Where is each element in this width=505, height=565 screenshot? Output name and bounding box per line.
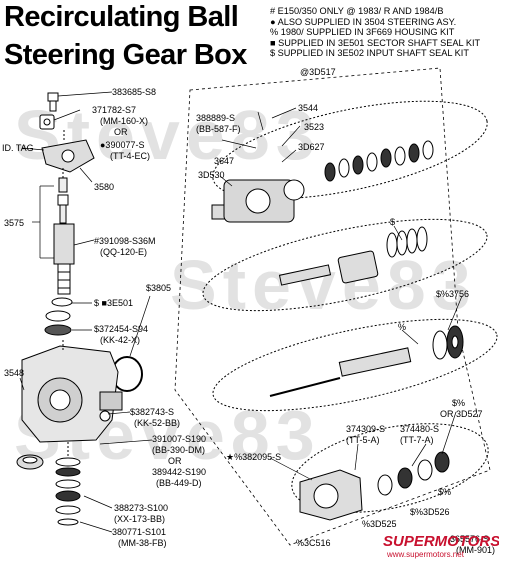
part-label: 380771-S101 [112,527,167,537]
part-label: 3575 [4,218,25,228]
part-label: % [398,322,407,332]
logo-url: www.supermotors.net [386,550,465,559]
input-shaft-icon [53,177,75,295]
part-label: 3548 [4,368,25,378]
supermotors-logo: SUPERMOTORS www.supermotors.net [383,533,499,559]
part-label: 3523 [304,122,325,132]
part-label: (XX-173-BB) [114,514,166,524]
part-label: $382743-S [130,407,175,417]
cylinder-outline [202,218,488,312]
adjuster-cap-icon [41,139,95,173]
seal-ring-icon [44,297,73,336]
sector-shaft-icon [269,347,412,397]
part-label: 3D627 [298,142,325,152]
bearing-stack-icon [55,457,81,526]
legend-item: ● ALSO SUPPLIED IN 3504 STEERING ASY. [270,16,457,27]
bolt-icon [47,92,59,112]
part-label: (TT-7-A) [400,435,434,445]
part-label: 3D530 [198,170,225,180]
part-label: $%3756 [436,289,470,299]
part-label: (BB-587-F) [196,124,241,134]
part-label: (MM-160-X) [100,116,149,126]
cylinder-outline [212,318,498,412]
logo-text: SUPERMOTORS [383,533,499,550]
part-label: 389442-S190 [152,467,207,477]
part-label: (MM-901) [456,545,496,555]
legend-item: # E150/350 ONLY @ 1983/ R AND 1984/B [270,6,444,16]
group-outline [174,67,491,546]
legend: # E150/350 ONLY @ 1983/ R AND 1984/B ● A… [270,6,480,59]
part-label: 388273-S100 [114,503,169,513]
part-label: 391007-S190 [152,434,207,444]
part-label: 374309-S [346,424,386,434]
part-label: 388889-S [196,113,236,123]
part-label: OR [114,127,128,137]
part-label: (BB-449-D) [156,478,202,488]
part-label: 374480-S [400,424,440,434]
nut-icon [39,114,55,130]
part-label: #391098-S36M [94,236,156,246]
part-label: (QQ-120-E) [100,247,148,257]
part-label: $% [452,398,466,408]
part-label: @3D517 [300,67,336,77]
part-label: (TT-4-EC) [110,151,150,161]
part-label: 3580 [94,182,115,192]
part-label: 3544 [298,103,319,113]
seal-ring-icon [377,451,450,496]
part-label: (TT-5-A) [346,435,380,445]
part-label: $372454-S94 [94,324,149,334]
part-label: $%3D526 [410,507,450,517]
worm-shaft-icon [278,250,379,286]
part-label: ★%382095-S [226,452,282,462]
legend-item: $ SUPPLIED IN 3E502 INPUT SHAFT SEAL KIT [270,48,469,59]
part-label: 371782-S7 [92,105,137,115]
page-title: Recirculating Ball [4,1,239,33]
part-label: (BB-390-DM) [152,445,206,455]
cover-icon [16,454,44,470]
gear-housing-icon [21,345,123,443]
valve-body-icon [211,179,305,223]
part-label: ●390077-S [100,140,145,150]
seal-ring-icon [324,140,434,182]
part-label: %3D525 [362,519,397,529]
part-label: $ ■3E501 [94,298,133,308]
seal-ring-icon [386,226,428,258]
part-label: $3805 [146,283,172,293]
part-label: $ [390,217,396,227]
part-label: %3C516 [296,538,331,548]
part-label: OR [168,456,182,466]
part-label: (MM-38-FB) [118,538,167,548]
seal-ring-icon [432,325,464,360]
watermark: Steve83 [170,246,477,324]
part-label: OR 3D527 [440,409,483,419]
end-cover-icon [299,469,363,521]
legend-item: % 1980/ SUPPLIED IN 3F669 HOUSING KIT [270,27,455,38]
page-title-line2: Steering Gear Box [4,39,247,71]
cylinder-outline [291,423,489,513]
part-label: 3647 [214,156,235,166]
part-label: $% [438,487,452,497]
part-label: ID. TAG [2,143,34,153]
cylinder-outline [212,100,488,200]
part-label: (KK-52-BB) [134,418,181,428]
legend-item: ■ SUPPLIED IN 3E501 SECTOR SHAFT SEAL KI… [270,37,481,48]
part-label: 383685-S8 [112,87,157,97]
part-label: 365576-S [450,534,490,544]
part-label: (KK-42-X) [100,335,141,345]
